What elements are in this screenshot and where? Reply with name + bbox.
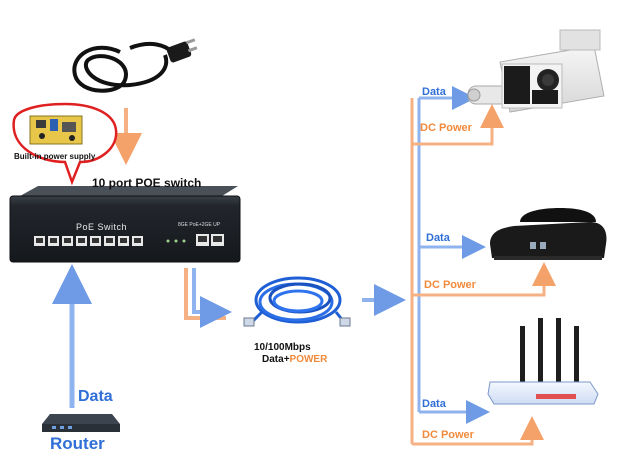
cable-power-word: POWER <box>289 354 328 365</box>
power-supply-bubble <box>12 102 118 186</box>
cable-data-word: Data <box>262 354 284 365</box>
ap-power-label: DC Power <box>422 429 474 441</box>
camera-power-label: DC Power <box>420 122 472 134</box>
phone-data-label: Data <box>426 232 450 244</box>
router-data-label: Data <box>78 388 113 405</box>
camera-device <box>467 29 605 113</box>
cable-speed-label: 10/100Mbps <box>254 342 311 353</box>
phone-power-label: DC Power <box>424 279 476 291</box>
ap-data-label: Data <box>422 398 446 410</box>
network-cable <box>243 276 351 327</box>
ip-phone-device <box>490 208 607 260</box>
router-device <box>42 414 120 432</box>
power-cord <box>72 38 198 93</box>
cable-data-power-label: Data+POWER <box>262 354 327 365</box>
router-label: Router <box>50 434 105 453</box>
access-point-device <box>487 318 599 405</box>
camera-data-label: Data <box>422 86 446 98</box>
cable-plus: + <box>283 354 290 365</box>
uplink-ports <box>196 234 224 246</box>
switch-title: 10 port POE switch <box>92 176 202 190</box>
switch-uplink-label: 8GE PoE+2GE UP <box>178 222 221 228</box>
poe-switch <box>9 186 241 263</box>
switch-panel-label: PoE Switch <box>76 222 128 232</box>
power-supply-label: Built-in power supply <box>14 152 96 161</box>
poe-ports <box>34 236 143 246</box>
